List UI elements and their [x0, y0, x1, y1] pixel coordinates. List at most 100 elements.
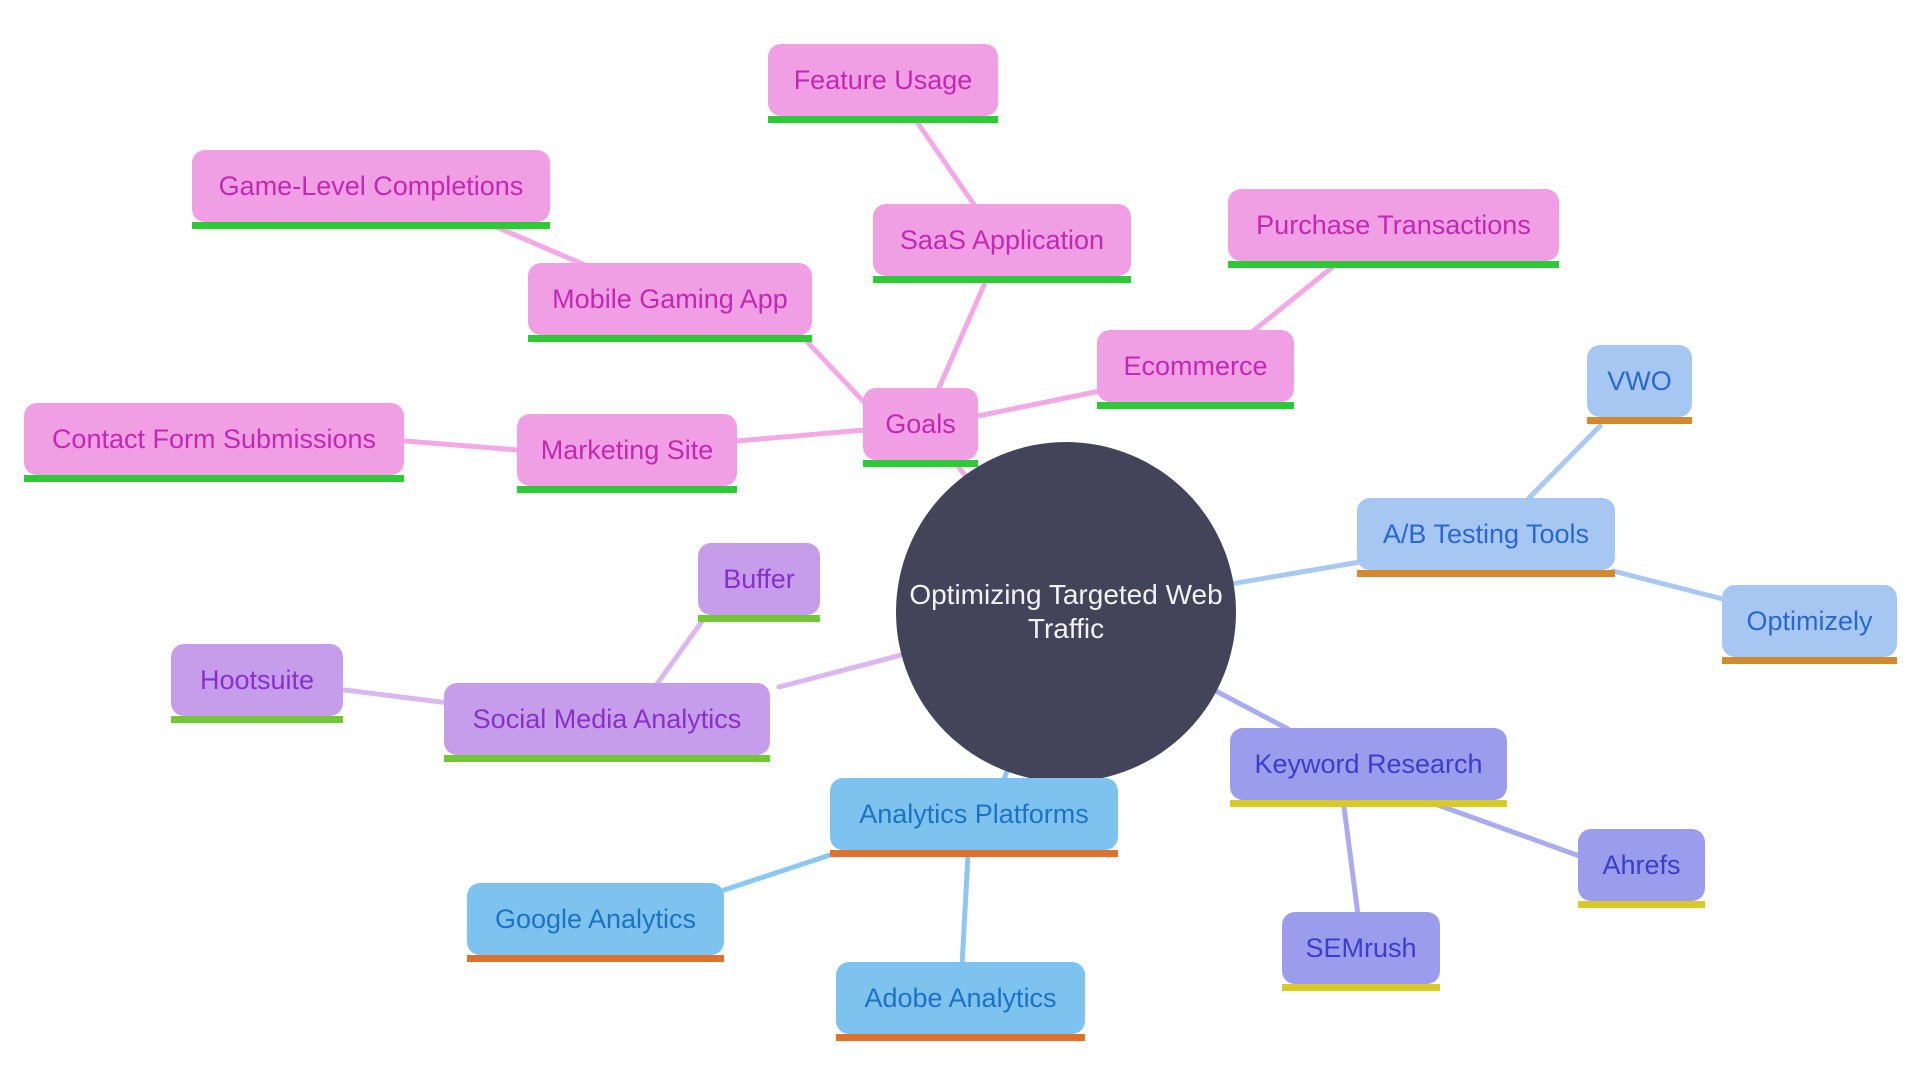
node-label-social-media-analytics: Social Media Analytics	[472, 703, 742, 734]
node-label-mobile-gaming-app: Mobile Gaming App	[552, 283, 788, 314]
node-box-saas-application: SaaS Application	[873, 204, 1131, 276]
node-label-optimizely: Optimizely	[1746, 605, 1873, 636]
node-box-adobe-analytics: Adobe Analytics	[836, 962, 1085, 1034]
edge-ecommerce-purchase-transactions	[1249, 258, 1343, 335]
edge-analytics-platforms-adobe-analytics	[959, 852, 971, 969]
node-label-ecommerce: Ecommerce	[1123, 350, 1268, 381]
node-adobe-analytics[interactable]: Adobe Analytics	[836, 962, 1085, 1041]
node-game-level-completions[interactable]: Game-Level Completions	[192, 150, 550, 229]
node-underline-google-analytics	[467, 955, 724, 962]
node-saas-application[interactable]: SaaS Application	[873, 204, 1131, 283]
node-label-analytics-platforms: Analytics Platforms	[859, 798, 1089, 829]
edge-ab-testing-tools-vwo	[1526, 423, 1603, 501]
edge-saas-application-feature-usage	[910, 113, 978, 209]
node-box-keyword-research: Keyword Research	[1230, 728, 1507, 800]
node-box-vwo: VWO	[1587, 345, 1692, 417]
node-underline-keyword-research	[1230, 800, 1507, 807]
node-ahrefs[interactable]: Ahrefs	[1578, 829, 1705, 908]
node-buffer[interactable]: Buffer	[698, 543, 820, 622]
node-underline-optimizely	[1722, 657, 1897, 664]
edge-goals-saas-application	[935, 273, 991, 393]
node-box-feature-usage: Feature Usage	[768, 44, 998, 116]
node-purchase-transactions[interactable]: Purchase Transactions	[1228, 189, 1559, 268]
node-underline-contact-form-submissions	[24, 475, 404, 482]
node-box-ahrefs: Ahrefs	[1578, 829, 1705, 901]
node-underline-adobe-analytics	[836, 1034, 1085, 1041]
node-underline-saas-application	[873, 276, 1131, 283]
node-social-media-analytics[interactable]: Social Media Analytics	[444, 683, 770, 762]
node-underline-marketing-site	[517, 486, 737, 493]
node-underline-mobile-gaming-app	[528, 335, 812, 342]
node-box-ecommerce: Ecommerce	[1097, 330, 1294, 402]
node-marketing-site[interactable]: Marketing Site	[517, 414, 737, 493]
node-label-contact-form-submissions: Contact Form Submissions	[51, 423, 377, 454]
node-box-mobile-gaming-app: Mobile Gaming App	[528, 263, 812, 335]
node-mobile-gaming-app[interactable]: Mobile Gaming App	[528, 263, 812, 342]
node-label-game-level-completions: Game-Level Completions	[218, 170, 524, 201]
node-underline-goals	[863, 460, 978, 467]
node-box-analytics-platforms: Analytics Platforms	[830, 778, 1118, 850]
edge-analytics-platforms-google-analytics	[721, 852, 833, 893]
edge-marketing-site-contact-form-submissions	[402, 438, 521, 453]
node-analytics-platforms[interactable]: Analytics Platforms	[830, 778, 1118, 857]
node-ab-testing-tools[interactable]: A/B Testing Tools	[1357, 498, 1615, 577]
node-ecommerce[interactable]: Ecommerce	[1097, 330, 1294, 409]
node-underline-game-level-completions	[192, 222, 550, 229]
node-google-analytics[interactable]: Google Analytics	[467, 883, 724, 962]
node-underline-buffer	[698, 615, 820, 622]
node-underline-social-media-analytics	[444, 755, 770, 762]
node-label-vwo: VWO	[1607, 365, 1672, 396]
node-underline-analytics-platforms	[830, 850, 1118, 857]
node-label-saas-application: SaaS Application	[899, 224, 1105, 255]
node-box-contact-form-submissions: Contact Form Submissions	[24, 403, 404, 475]
node-vwo[interactable]: VWO	[1587, 345, 1692, 424]
node-underline-ab-testing-tools	[1357, 570, 1615, 577]
central-topic-node[interactable]: Optimizing Targeted Web Traffic	[896, 442, 1236, 782]
node-box-semrush: SEMrush	[1282, 912, 1440, 984]
node-underline-ahrefs	[1578, 901, 1705, 908]
edge-goals-mobile-gaming-app	[795, 329, 867, 405]
node-box-game-level-completions: Game-Level Completions	[192, 150, 550, 222]
node-feature-usage[interactable]: Feature Usage	[768, 44, 998, 123]
node-label-purchase-transactions: Purchase Transactions	[1256, 209, 1531, 240]
edge-keyword-research-ahrefs	[1435, 802, 1588, 861]
node-box-goals: Goals	[863, 388, 978, 460]
node-underline-ecommerce	[1097, 402, 1294, 409]
node-label-keyword-research: Keyword Research	[1254, 748, 1483, 779]
node-box-marketing-site: Marketing Site	[517, 414, 737, 486]
node-box-purchase-transactions: Purchase Transactions	[1228, 189, 1559, 261]
edge-keyword-research-semrush	[1341, 804, 1361, 918]
node-keyword-research[interactable]: Keyword Research	[1230, 728, 1507, 807]
node-contact-form-submissions[interactable]: Contact Form Submissions	[24, 403, 404, 482]
node-optimizely[interactable]: Optimizely	[1722, 585, 1897, 664]
node-label-google-analytics: Google Analytics	[494, 903, 697, 934]
node-underline-vwo	[1587, 417, 1692, 424]
node-semrush[interactable]: SEMrush	[1282, 912, 1440, 991]
edge-goals-ecommerce	[975, 388, 1103, 419]
node-underline-purchase-transactions	[1228, 261, 1559, 268]
node-label-buffer: Buffer	[723, 563, 795, 594]
node-label-ahrefs: Ahrefs	[1602, 849, 1681, 880]
node-label-marketing-site: Marketing Site	[540, 434, 714, 465]
node-box-buffer: Buffer	[698, 543, 820, 615]
node-underline-hootsuite	[171, 716, 343, 723]
central-topic-label: Optimizing Targeted Web Traffic	[909, 579, 1223, 644]
node-label-goals: Goals	[885, 408, 956, 439]
node-box-optimizely: Optimizely	[1722, 585, 1897, 657]
node-label-hootsuite: Hootsuite	[199, 664, 315, 695]
node-goals[interactable]: Goals	[863, 388, 978, 467]
edge-hootsuite-social-media-analytics	[342, 687, 452, 706]
edge-ab-testing-tools-optimizely	[1610, 568, 1726, 602]
node-label-semrush: SEMrush	[1305, 932, 1417, 963]
node-box-google-analytics: Google Analytics	[467, 883, 724, 955]
node-label-adobe-analytics: Adobe Analytics	[864, 982, 1057, 1013]
node-box-ab-testing-tools: A/B Testing Tools	[1357, 498, 1615, 570]
node-underline-feature-usage	[768, 116, 998, 123]
node-box-hootsuite: Hootsuite	[171, 644, 343, 716]
node-label-ab-testing-tools: A/B Testing Tools	[1382, 518, 1590, 549]
node-underline-semrush	[1282, 984, 1440, 991]
edge-buffer-social-media-analytics	[654, 617, 706, 687]
node-label-feature-usage: Feature Usage	[793, 64, 973, 95]
node-hootsuite[interactable]: Hootsuite	[171, 644, 343, 723]
